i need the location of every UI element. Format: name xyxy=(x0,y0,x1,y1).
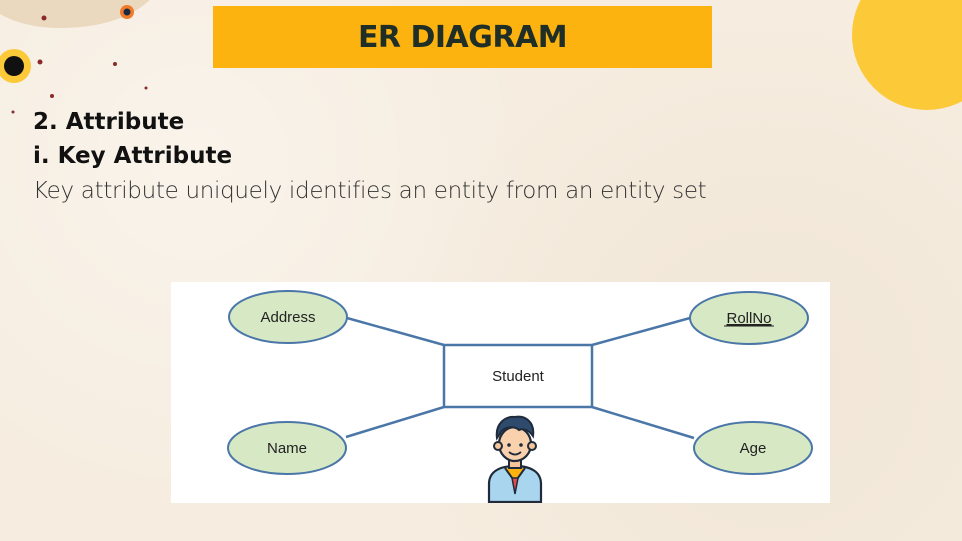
entity-box xyxy=(442,343,594,409)
attribute-name-label: Name xyxy=(267,440,307,457)
connector-name xyxy=(345,405,445,439)
connector-rollno xyxy=(591,316,691,347)
er-diagram: Student Address RollNo Name Age xyxy=(227,290,813,503)
entity-label: Student xyxy=(492,368,545,385)
attribute-address xyxy=(228,290,348,344)
description-text: Key attribute uniquely identifies an ent… xyxy=(33,178,707,204)
er-diagram-panel: Student Address RollNo Name Age xyxy=(171,282,830,503)
speck xyxy=(41,15,47,21)
attribute-age-label: Age xyxy=(740,440,767,457)
attribute-age xyxy=(693,421,813,475)
decorative-corner xyxy=(0,0,150,114)
speck xyxy=(50,94,54,98)
speck xyxy=(144,86,148,90)
attribute-rollno-key xyxy=(689,291,809,345)
speck xyxy=(11,110,15,114)
attribute-name xyxy=(227,421,347,475)
speck xyxy=(37,59,43,65)
section-heading: 2. Attribute xyxy=(33,109,185,135)
student-avatar-icon xyxy=(487,415,543,503)
connector-address xyxy=(346,316,445,347)
corner-swoosh xyxy=(0,0,150,28)
attribute-rollno-label: RollNo xyxy=(726,310,771,327)
connector-age xyxy=(591,405,695,440)
speck xyxy=(113,62,117,66)
sub-heading: i. Key Attribute xyxy=(33,143,233,169)
black-dot xyxy=(4,56,24,76)
slide-title: ER DIAGRAM xyxy=(357,19,568,55)
title-banner: ER DIAGRAM xyxy=(213,6,712,68)
navy-dot xyxy=(123,8,131,16)
attribute-address-label: Address xyxy=(260,309,315,326)
